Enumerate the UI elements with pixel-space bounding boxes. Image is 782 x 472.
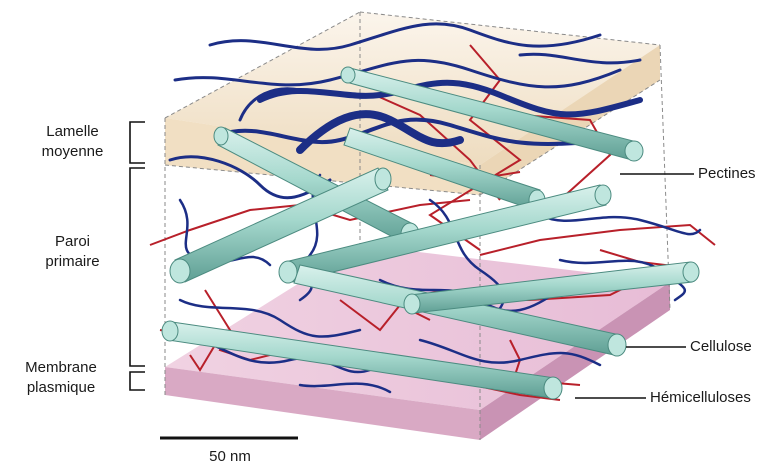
- microfibril: [278, 184, 612, 284]
- label-paroi-line1: Paroi: [54, 233, 91, 250]
- label-pectines: Pectines: [698, 165, 756, 182]
- bracket-paroi-primaire: [129, 167, 145, 367]
- label-membrane-line2: plasmique: [26, 379, 96, 396]
- left-brackets: [129, 121, 145, 391]
- microfibril: [340, 66, 644, 162]
- bracket-lamelle-moyenne: [129, 121, 145, 164]
- microfibril: [169, 167, 392, 284]
- label-cellulose: Cellulose: [690, 338, 752, 355]
- label-hemicelluloses: Hémicelluloses: [650, 389, 751, 406]
- label-membrane-line1: Membrane: [25, 359, 97, 376]
- cellulose-microfibrils: [161, 66, 700, 400]
- label-membrane-plasmique: Membrane plasmique: [2, 358, 120, 398]
- microfibril: [161, 320, 563, 400]
- label-lamelle-line1: Lamelle: [46, 123, 99, 140]
- microfibril: [403, 261, 700, 315]
- bracket-membrane-plasmique: [129, 371, 145, 391]
- leader-lines: [575, 173, 694, 399]
- label-lamelle-moyenne: Lamelle moyenne: [20, 122, 125, 162]
- label-lamelle-line2: moyenne: [41, 143, 104, 160]
- label-paroi-primaire: Paroi primaire: [20, 232, 125, 272]
- microfibril: [293, 264, 627, 357]
- label-scale: 50 nm: [209, 448, 251, 465]
- label-paroi-line2: primaire: [45, 253, 100, 270]
